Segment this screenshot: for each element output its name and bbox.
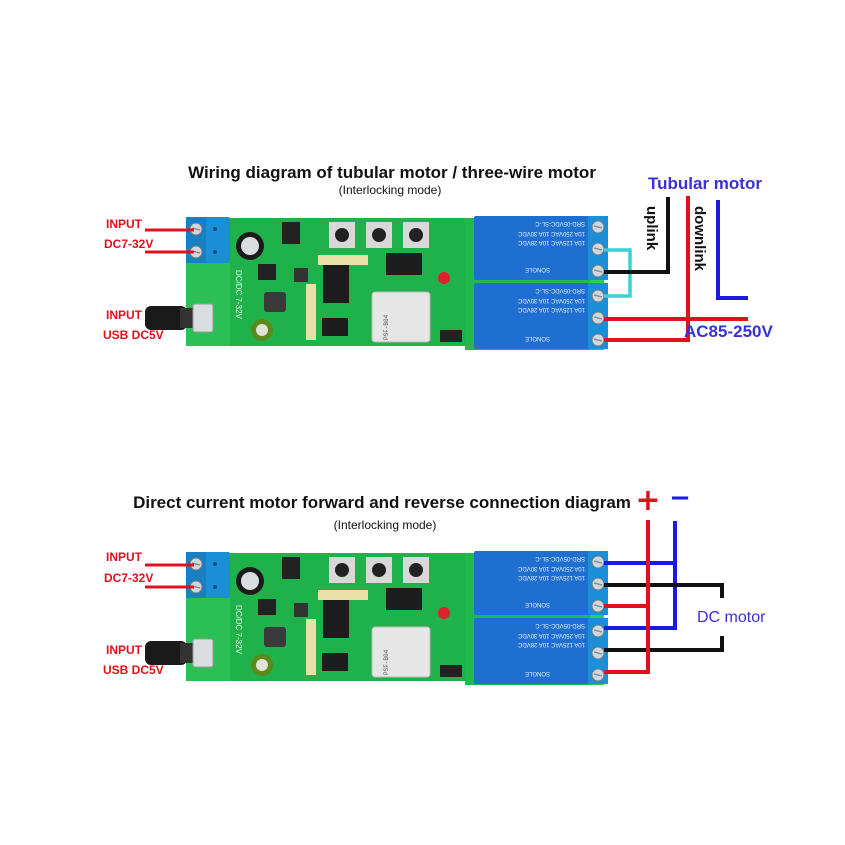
- bottom-input-usb-label: INPUT: [106, 643, 143, 657]
- diode: [440, 330, 462, 342]
- relay-rating-1: 10A 250VAC 10A 30VDC: [517, 230, 585, 236]
- dc-input-terminal-block: [186, 552, 230, 598]
- dcdc-label: DC/DC 7-32V: [234, 270, 243, 320]
- push-button-1: [329, 222, 355, 248]
- diode: [440, 665, 462, 677]
- relay-rating-2: 10A 125VAC 10A 28VDC: [517, 306, 585, 312]
- dcdc-label: DC/DC 7-32V: [234, 605, 243, 655]
- relay-rating-1: 10A 250VAC 10A 30VDC: [517, 632, 585, 638]
- relay-rating-2: 10A 125VAC 10A 28VDC: [517, 574, 585, 580]
- relay-model: SRD-05VDC-SL-C: [535, 555, 585, 561]
- push-button-2: [366, 557, 392, 583]
- top-input-usb-voltage: USB DC5V: [103, 328, 164, 342]
- status-led: [438, 272, 450, 284]
- ic-chip-2: [386, 588, 422, 610]
- downlink-wire: [604, 196, 690, 342]
- output-terminal-block: [588, 551, 608, 685]
- relay-1: SRD-05VDC-SL-C 10A 250VAC 10A 30VDC 10A …: [474, 216, 590, 280]
- top-input-dc-label: INPUT: [106, 217, 143, 231]
- plus-label: +: [635, 483, 660, 518]
- bottom-input-dc-label: INPUT: [106, 550, 143, 564]
- relay-1: SRD-05VDC-SL-C 10A 250VAC 10A 30VDC 10A …: [474, 551, 590, 615]
- relay-brand: SONGLE: [525, 601, 550, 607]
- inductor: [264, 292, 286, 312]
- relay-rating-1: 10A 250VAC 10A 30VDC: [517, 565, 585, 571]
- small-capacitor: [251, 654, 273, 676]
- relay-2: SRD-05VDC-SL-C 10A 250VAC 10A 30VDC 10A …: [474, 618, 590, 684]
- top-diagram-subtitle: (Interlocking mode): [339, 183, 442, 197]
- motor-wire-2: [604, 636, 724, 652]
- wifi-module: PSF-B04: [371, 626, 431, 678]
- push-button-3: [403, 557, 429, 583]
- ac-voltage-label: AC85-250V: [684, 322, 773, 341]
- bottom-diagram-title: Direct current motor forward and reverse…: [133, 493, 631, 512]
- relay-model: SRD-05VDC-SL-C: [535, 622, 585, 628]
- top-input-dc-voltage: DC7-32V: [104, 237, 153, 251]
- electrolytic-capacitor: [236, 567, 264, 595]
- smd-component: [294, 268, 308, 282]
- relay-board: PSF-B04 DC/DC 7-32V SRD-05VDC-SL-C 10A 2…: [145, 216, 608, 350]
- dc-motor-label: DC motor: [697, 609, 766, 626]
- wifi-module: PSF-B04: [371, 291, 431, 343]
- relay-brand: SONGLE: [525, 266, 550, 272]
- voltage-regulator: [322, 653, 348, 671]
- relay-brand: SONGLE: [525, 670, 550, 676]
- inductor: [264, 627, 286, 647]
- transistor: [258, 599, 276, 615]
- relay-rating-2: 10A 125VAC 10A 28VDC: [517, 641, 585, 647]
- tubular-motor-label: Tubular motor: [648, 174, 762, 193]
- neutral-wire: [716, 200, 748, 300]
- push-button-3: [403, 222, 429, 248]
- minus-label: −: [669, 483, 691, 513]
- bottom-input-usb-voltage: USB DC5V: [103, 663, 164, 677]
- status-led: [438, 607, 450, 619]
- relay-model: SRD-05VDC-SL-C: [535, 287, 585, 293]
- relay-rating-2: 10A 125VAC 10A 28VDC: [517, 239, 585, 245]
- voltage-regulator: [322, 318, 348, 336]
- transistor: [258, 264, 276, 280]
- uplink-label: uplink: [643, 206, 660, 251]
- ic-chip-2: [386, 253, 422, 275]
- regulator-chip: [282, 222, 300, 244]
- relay-board-bottom: PSF-B04 DC/DC 7-32V SRD-05VDC-SL-C 10A 2…: [145, 551, 608, 685]
- regulator-chip: [282, 557, 300, 579]
- small-capacitor: [251, 319, 273, 341]
- ic-chip: [323, 265, 349, 303]
- bottom-diagram-subtitle: (Interlocking mode): [334, 518, 437, 532]
- motor-wire-1: [604, 583, 724, 598]
- module-label: PSF-B04: [383, 314, 390, 340]
- output-terminal-block: [588, 216, 608, 350]
- uplink-wire: [604, 197, 670, 274]
- relay-brand: SONGLE: [525, 335, 550, 341]
- downlink-label: downlink: [691, 206, 708, 272]
- header-pins: [306, 590, 368, 675]
- smd-component: [294, 603, 308, 617]
- relay-board: PSF-B04 DC/DC 7-32V SRD-05VDC-SL-C 10A 2…: [145, 551, 608, 685]
- push-button-1: [329, 557, 355, 583]
- top-input-usb-label: INPUT: [106, 308, 143, 322]
- usb-cable-icon: [145, 303, 214, 333]
- ic-chip: [323, 600, 349, 638]
- module-label: PSF-B04: [383, 649, 390, 675]
- electrolytic-capacitor: [236, 232, 264, 260]
- push-button-2: [366, 222, 392, 248]
- top-diagram-title: Wiring diagram of tubular motor / three-…: [188, 163, 596, 182]
- relay-model: SRD-05VDC-SL-C: [535, 220, 585, 226]
- relay-2: SRD-05VDC-SL-C 10A 250VAC 10A 30VDC 10A …: [474, 283, 590, 349]
- relay-rating-1: 10A 250VAC 10A 30VDC: [517, 297, 585, 303]
- header-pins: [306, 255, 368, 340]
- usb-cable-icon: [145, 638, 214, 668]
- bottom-input-dc-voltage: DC7-32V: [104, 571, 153, 585]
- dc-input-terminal-block: [186, 217, 230, 263]
